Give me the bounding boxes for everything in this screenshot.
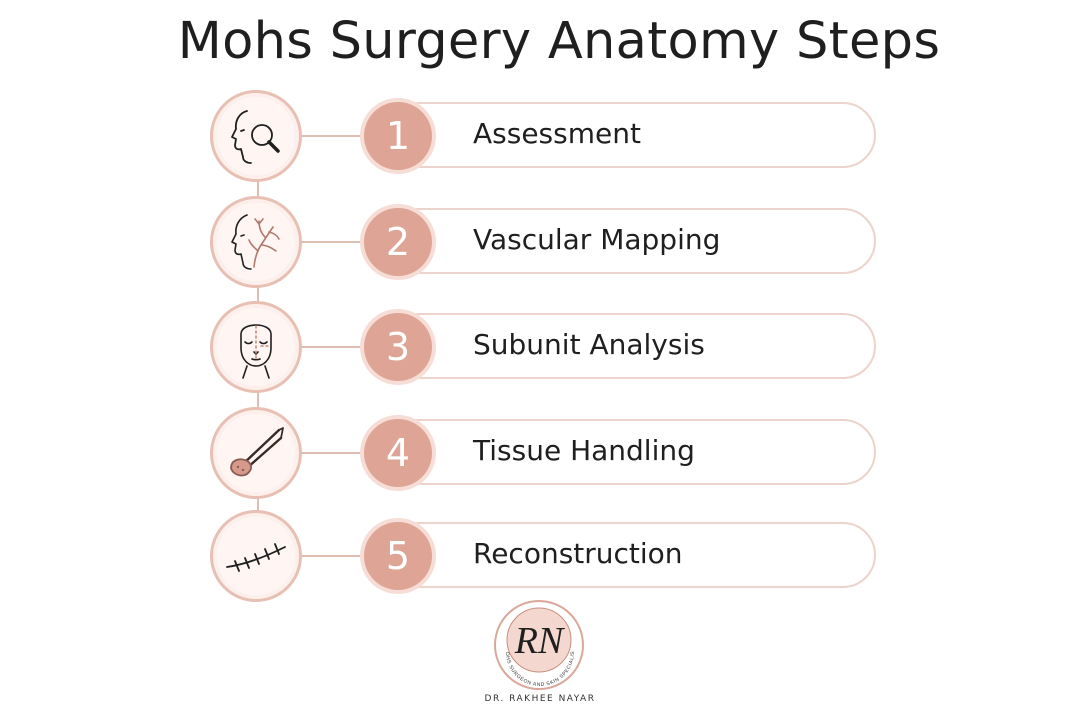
logo-monogram: RN [514, 620, 566, 662]
step-number-badge: 5 [364, 522, 432, 590]
step-vascular-mapping: 2 Vascular Mapping [0, 196, 1080, 296]
step-number-badge: 2 [364, 208, 432, 276]
step-label-pill [380, 522, 876, 588]
step-label-pill [380, 102, 876, 168]
step-label: Tissue Handling [473, 434, 695, 467]
step-label: Reconstruction [473, 537, 683, 570]
step-subunit-analysis: 3 Subunit Analysis [0, 301, 1080, 401]
step-link-line [302, 555, 368, 557]
face-vessels-icon [210, 196, 302, 288]
step-label: Assessment [473, 117, 641, 150]
step-link-line [302, 452, 368, 454]
face-magnifier-icon [210, 90, 302, 182]
step-number-badge: 4 [364, 419, 432, 487]
step-label-pill [380, 313, 876, 379]
step-link-line [302, 135, 368, 137]
face-subunits-icon [210, 301, 302, 393]
step-label-pill [380, 419, 876, 485]
step-number-badge: 3 [364, 313, 432, 381]
page-title: Mohs Surgery Anatomy Steps [177, 12, 941, 71]
brand-logo: RN MOHS SURGEON AND SKIN SPECIALIST [490, 594, 586, 692]
step-number-badge: 1 [364, 102, 432, 170]
logo-name: DR. RAKHEE NAYAR [484, 694, 596, 704]
forceps-tissue-icon [210, 407, 302, 499]
step-reconstruction: 5 Reconstruction [0, 510, 1080, 610]
step-link-line [302, 241, 368, 243]
sutures-icon [210, 510, 302, 602]
step-label: Vascular Mapping [473, 223, 721, 256]
step-label: Subunit Analysis [473, 328, 705, 361]
step-link-line [302, 346, 368, 348]
step-tissue-handling: 4 Tissue Handling [0, 407, 1080, 507]
step-assessment: 1 Assessment [0, 90, 1080, 190]
